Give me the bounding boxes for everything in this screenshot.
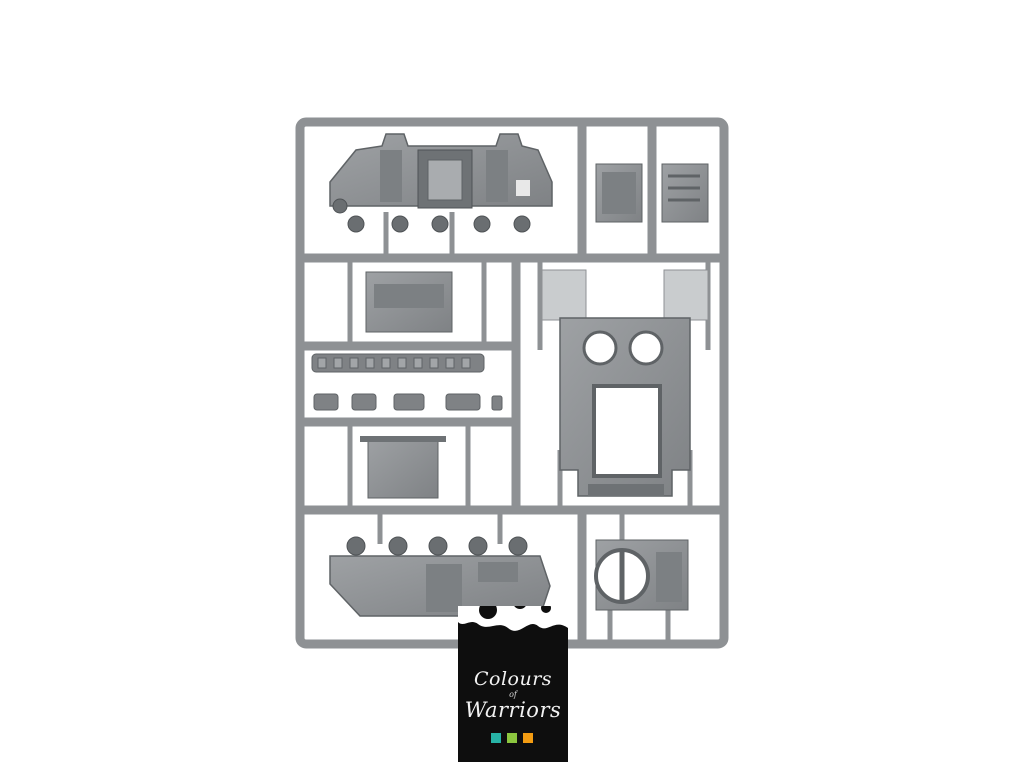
- track-links: [311, 353, 503, 411]
- watermark-line-3: Warriors: [464, 698, 562, 722]
- hatch-piece: [594, 539, 689, 611]
- swatch-teal: [491, 733, 501, 743]
- ink-splatter-icon: [458, 606, 568, 631]
- watermark-line-1: Colours: [473, 668, 553, 690]
- panel-piece: [365, 271, 453, 333]
- hull-bottom-piece: [329, 536, 551, 617]
- swatch-green: [507, 733, 517, 743]
- hull-top-piece: [329, 133, 553, 233]
- swatch-orange: [523, 733, 533, 743]
- watermark-swatches: [491, 733, 537, 743]
- door-piece-2: [661, 163, 709, 223]
- plate-piece: [360, 436, 446, 499]
- door-piece-1: [595, 163, 643, 223]
- brand-watermark: Colours of Warriors: [458, 606, 568, 762]
- chassis-piece: [541, 269, 709, 497]
- watermark-line-2: of: [509, 690, 517, 699]
